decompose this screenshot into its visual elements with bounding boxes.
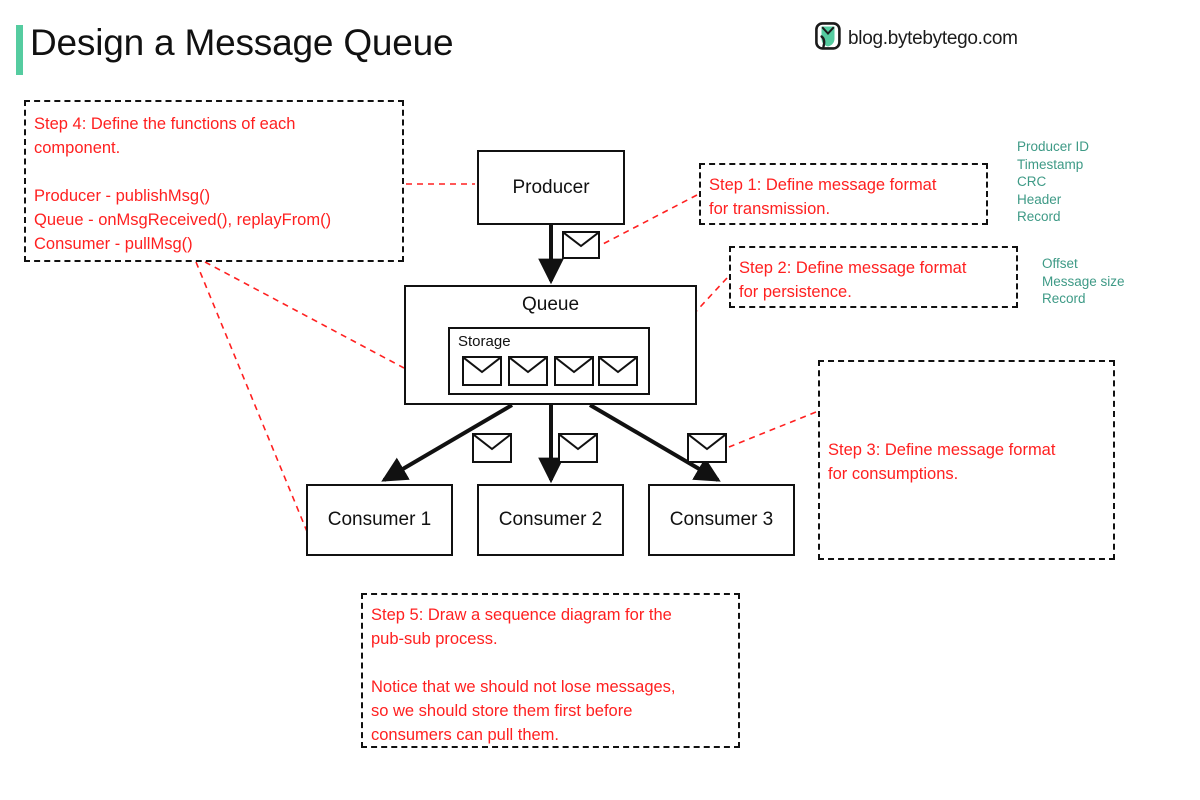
queue-label: Queue [521, 294, 580, 315]
step-2-note: Step 2: Define message format for persis… [729, 246, 1018, 308]
envelope-icon [558, 433, 598, 468]
storage-label: Storage [458, 333, 511, 350]
step-1-note: Step 1: Define message format for transm… [699, 163, 988, 225]
step-5-note-text: Step 5: Draw a sequence diagram for the … [371, 606, 676, 744]
transmission-format-fields: Producer ID Timestamp CRC Header Record [1017, 139, 1090, 224]
title-accent-bar [16, 25, 23, 75]
step-5-note: Step 5: Draw a sequence diagram for the … [361, 593, 740, 748]
consumer-2-node[interactable]: Consumer 2 [477, 484, 624, 556]
step-2-note-text: Step 2: Define message format for persis… [739, 259, 967, 301]
page-title: Design a Message Queue [30, 22, 454, 63]
step-3-note: Step 3: Define message format for consum… [818, 360, 1115, 560]
envelope-icon [562, 231, 600, 264]
step-4-note-text: Step 4: Define the functions of each com… [34, 115, 332, 253]
step-1-note-text: Step 1: Define message format for transm… [709, 176, 937, 218]
queue-node[interactable]: Queue Storage [404, 285, 697, 405]
consumer-1-label: Consumer 1 [327, 509, 432, 530]
envelope-icon [508, 356, 548, 391]
brand-link[interactable]: blog.bytebytego.com [815, 22, 1018, 55]
consumer-3-label: Consumer 3 [669, 509, 774, 530]
step-3-note-text: Step 3: Define message format for consum… [828, 441, 1056, 483]
envelope-icon [554, 356, 594, 391]
persistence-format-fields: Offset Message size Record [1042, 256, 1125, 306]
brand-label: blog.bytebytego.com [848, 27, 1018, 49]
envelope-icon [598, 356, 638, 391]
consumer-1-node[interactable]: Consumer 1 [306, 484, 453, 556]
envelope-icon [462, 356, 502, 391]
bytebytego-logo-icon [815, 22, 841, 55]
producer-node[interactable]: Producer [477, 150, 625, 225]
consumer-2-label: Consumer 2 [498, 509, 603, 530]
consumer-3-node[interactable]: Consumer 3 [648, 484, 795, 556]
step-4-note: Step 4: Define the functions of each com… [24, 100, 404, 262]
producer-label: Producer [512, 176, 590, 198]
envelope-icon [687, 433, 727, 468]
envelope-icon [472, 433, 512, 468]
